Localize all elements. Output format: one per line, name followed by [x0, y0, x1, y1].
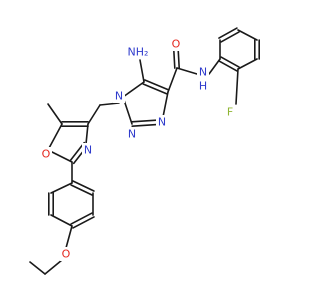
double-bond-line	[173, 49, 176, 69]
triazole-n2-bg	[126, 127, 138, 141]
single-bond	[47, 103, 63, 125]
bond-layer	[29, 27, 261, 275]
double-bond-line	[72, 216, 95, 229]
single-bond	[235, 68, 239, 105]
single-bond	[50, 182, 73, 194]
molecule-structure: NH₂ O N H F N N N N O O	[29, 27, 261, 275]
oxazole-oxygen-bg	[40, 147, 52, 161]
molecule-diagram: NH₂ O N H F N N N N O O	[29, 27, 261, 275]
triazole-n3-bg	[156, 115, 168, 129]
double-bond-line	[218, 60, 238, 72]
single-bond	[87, 104, 101, 125]
amide-nh-bg	[197, 66, 209, 94]
ether-oxygen-label: O	[62, 248, 71, 261]
nh2-bg	[124, 45, 152, 59]
single-bond	[176, 67, 198, 75]
carbonyl-oxygen-label: O	[172, 38, 181, 51]
single-bond	[237, 58, 258, 70]
single-bond	[122, 81, 145, 98]
single-bond	[99, 102, 120, 106]
fluorine-bg	[224, 105, 236, 119]
triazole-n1-bg	[113, 89, 125, 103]
double-bond-line	[177, 49, 180, 69]
fluorine-label: F	[227, 106, 233, 119]
double-bond-line	[70, 212, 93, 225]
oxazole-nitrogen-label: N	[84, 144, 92, 157]
single-bond	[44, 259, 63, 275]
single-bond	[47, 123, 63, 151]
amide-nitrogen-label: N	[199, 66, 207, 79]
triazole-nitrogen-2-label: N	[128, 128, 136, 141]
single-bond	[65, 225, 73, 249]
single-bond	[237, 29, 258, 41]
double-bond-line	[220, 31, 240, 43]
double-bond-line	[144, 79, 170, 91]
double-bond-line	[142, 83, 168, 95]
amide-hydrogen-label: H	[199, 80, 207, 93]
single-bond	[29, 261, 46, 275]
carbonyl-oxygen-bg	[170, 37, 182, 51]
double-bond-line	[70, 184, 93, 196]
single-bond	[139, 59, 145, 83]
double-bond-line	[218, 27, 238, 39]
single-bond	[50, 214, 73, 227]
triazole-nitrogen-1-label: N	[115, 90, 123, 103]
triazole-nitrogen-3-label: N	[158, 116, 166, 129]
oxazole-oxygen-label: O	[42, 148, 51, 161]
single-bond	[208, 58, 221, 75]
ether-oxygen-bg	[60, 247, 72, 261]
amino-group-label: NH₂	[128, 46, 149, 59]
double-bond-line	[220, 56, 240, 68]
double-bond-line	[69, 141, 86, 162]
atom-label-layer: NH₂ O N H F N N N N O O	[40, 37, 236, 261]
oxazole-nitrogen-bg	[82, 143, 94, 157]
single-bond	[167, 67, 178, 93]
double-bond-line	[72, 180, 95, 192]
single-bond	[85, 123, 89, 145]
